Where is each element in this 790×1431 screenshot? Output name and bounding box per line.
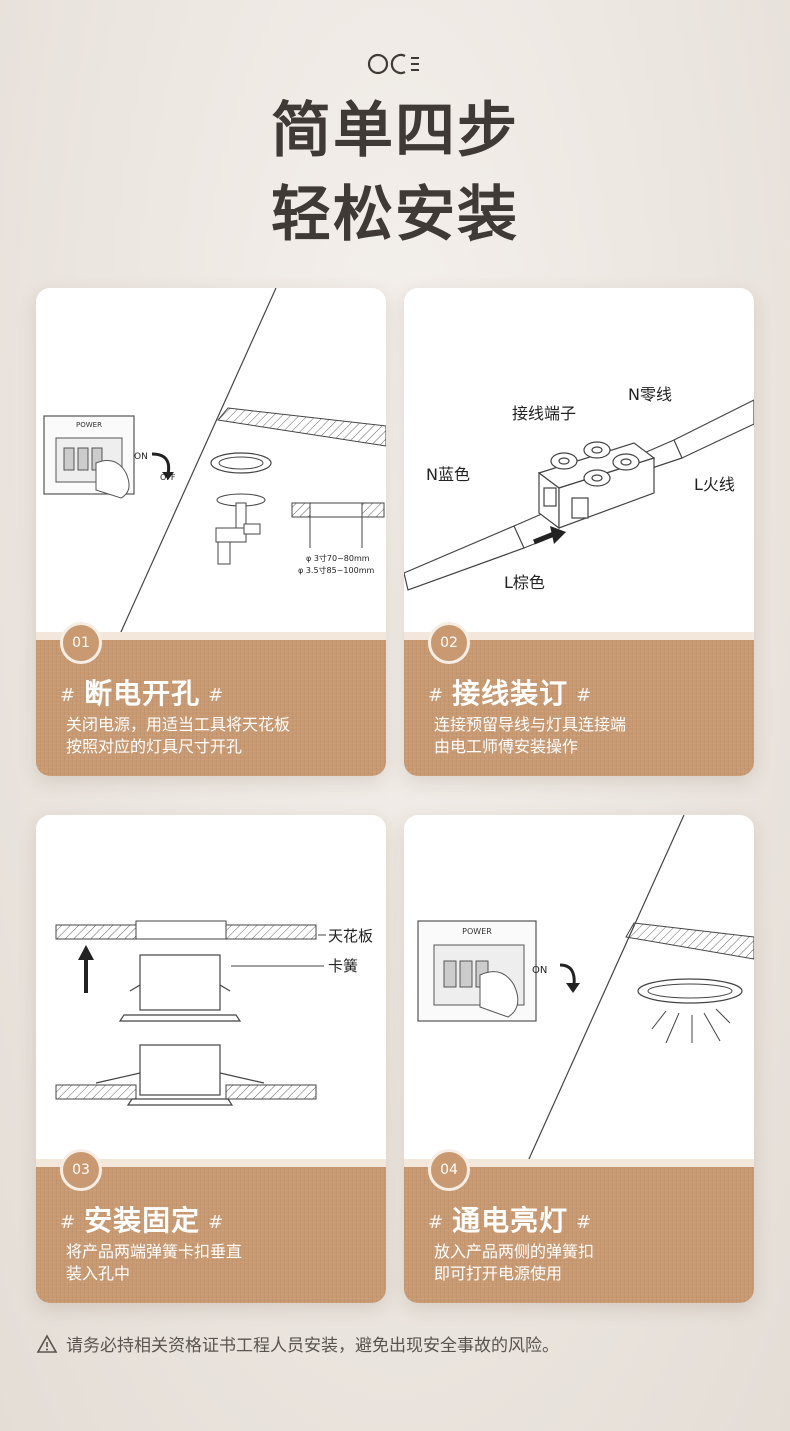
- svg-text:POWER: POWER: [76, 421, 102, 429]
- svg-text:卡簧: 卡簧: [328, 957, 358, 975]
- brand-logo-icon: [367, 53, 419, 75]
- svg-text:ON: ON: [134, 452, 148, 462]
- safety-notice: 请务必持相关资格证书工程人员安装，避免出现安全事故的风险。: [36, 1334, 756, 1358]
- light-rays-icon: [651, 1008, 731, 1044]
- step-number: 04: [428, 1149, 470, 1191]
- hole-saw-icon: [215, 493, 266, 565]
- svg-text:接线端子: 接线端子: [512, 404, 576, 423]
- hash-icon: #: [60, 684, 77, 706]
- svg-text:N蓝色: N蓝色: [426, 465, 470, 484]
- hash-icon: #: [60, 1211, 77, 1233]
- svg-text:L棕色: L棕色: [504, 573, 545, 592]
- step-card-1: POWER ON OFF φ 3寸70~80mm φ 3.5寸85~100mm …: [36, 288, 386, 776]
- step-number: 03: [60, 1149, 102, 1191]
- step-description: 放入产品两侧的弹簧扣 即可打开电源使用: [434, 1242, 595, 1283]
- step-number: 01: [60, 622, 102, 664]
- step-title: #接线装订#: [428, 677, 593, 710]
- page-title-line2: 轻松安装: [271, 180, 519, 250]
- terminal-block-icon: [537, 441, 656, 530]
- hash-icon: #: [576, 1211, 593, 1233]
- svg-text:L火线: L火线: [694, 475, 735, 494]
- step-4-illustration: POWER ON: [417, 815, 754, 1170]
- step-card-4: POWER ON 04 #通电亮灯# 放入产品两侧的弹簧扣 即可打开电源使用: [404, 815, 754, 1303]
- step-1-illustration: POWER ON OFF φ 3寸70~80mm φ 3.5寸85~100mm: [43, 288, 386, 643]
- step-title: #安装固定#: [60, 1204, 225, 1237]
- hash-icon: #: [208, 1211, 225, 1233]
- step-card-2: 接线端子 N零线 N蓝色 L火线 L棕色 02 #接线装订# 连接预留导线与灯具…: [404, 288, 754, 776]
- svg-text:N零线: N零线: [628, 385, 672, 404]
- svg-text:天花板: 天花板: [328, 927, 373, 945]
- step-3-illustration: 天花板 卡簧: [55, 920, 373, 1106]
- svg-text:φ 3寸70~80mm: φ 3寸70~80mm: [306, 553, 370, 563]
- step-description: 关闭电源，用适当工具将天花板 按照对应的灯具尺寸开孔: [66, 715, 291, 756]
- svg-text:φ 3.5寸85~100mm: φ 3.5寸85~100mm: [298, 565, 374, 575]
- step-description: 连接预留导线与灯具连接端 由电工师傅安装操作: [434, 715, 627, 756]
- svg-text:ON: ON: [532, 965, 547, 976]
- step-title: #断电开孔#: [60, 677, 225, 710]
- power-box-icon: POWER: [417, 920, 537, 1022]
- step-2-illustration: 接线端子 N零线 N蓝色 L火线 L棕色: [404, 385, 754, 592]
- safety-notice-text: 请务必持相关资格证书工程人员安装，避免出现安全事故的风险。: [66, 1336, 559, 1356]
- hash-icon: #: [576, 684, 593, 706]
- hash-icon: #: [208, 684, 225, 706]
- warning-triangle-icon: [36, 1334, 58, 1353]
- step-card-3: 天花板 卡簧 03 #安装固定# 将产品两端弹簧卡扣垂直 装入孔中: [36, 815, 386, 1303]
- step-number: 02: [428, 622, 470, 664]
- power-box-icon: POWER: [43, 415, 135, 499]
- downlight-icon: [118, 954, 242, 1022]
- hash-icon: #: [428, 1211, 445, 1233]
- hash-icon: #: [428, 684, 445, 706]
- svg-text:POWER: POWER: [462, 927, 492, 936]
- page-title-line1: 简单四步: [271, 96, 519, 166]
- step-title: #通电亮灯#: [428, 1204, 593, 1237]
- installed-light-icon: [95, 1044, 265, 1106]
- step-description: 将产品两端弹簧卡扣垂直 装入孔中: [66, 1242, 243, 1283]
